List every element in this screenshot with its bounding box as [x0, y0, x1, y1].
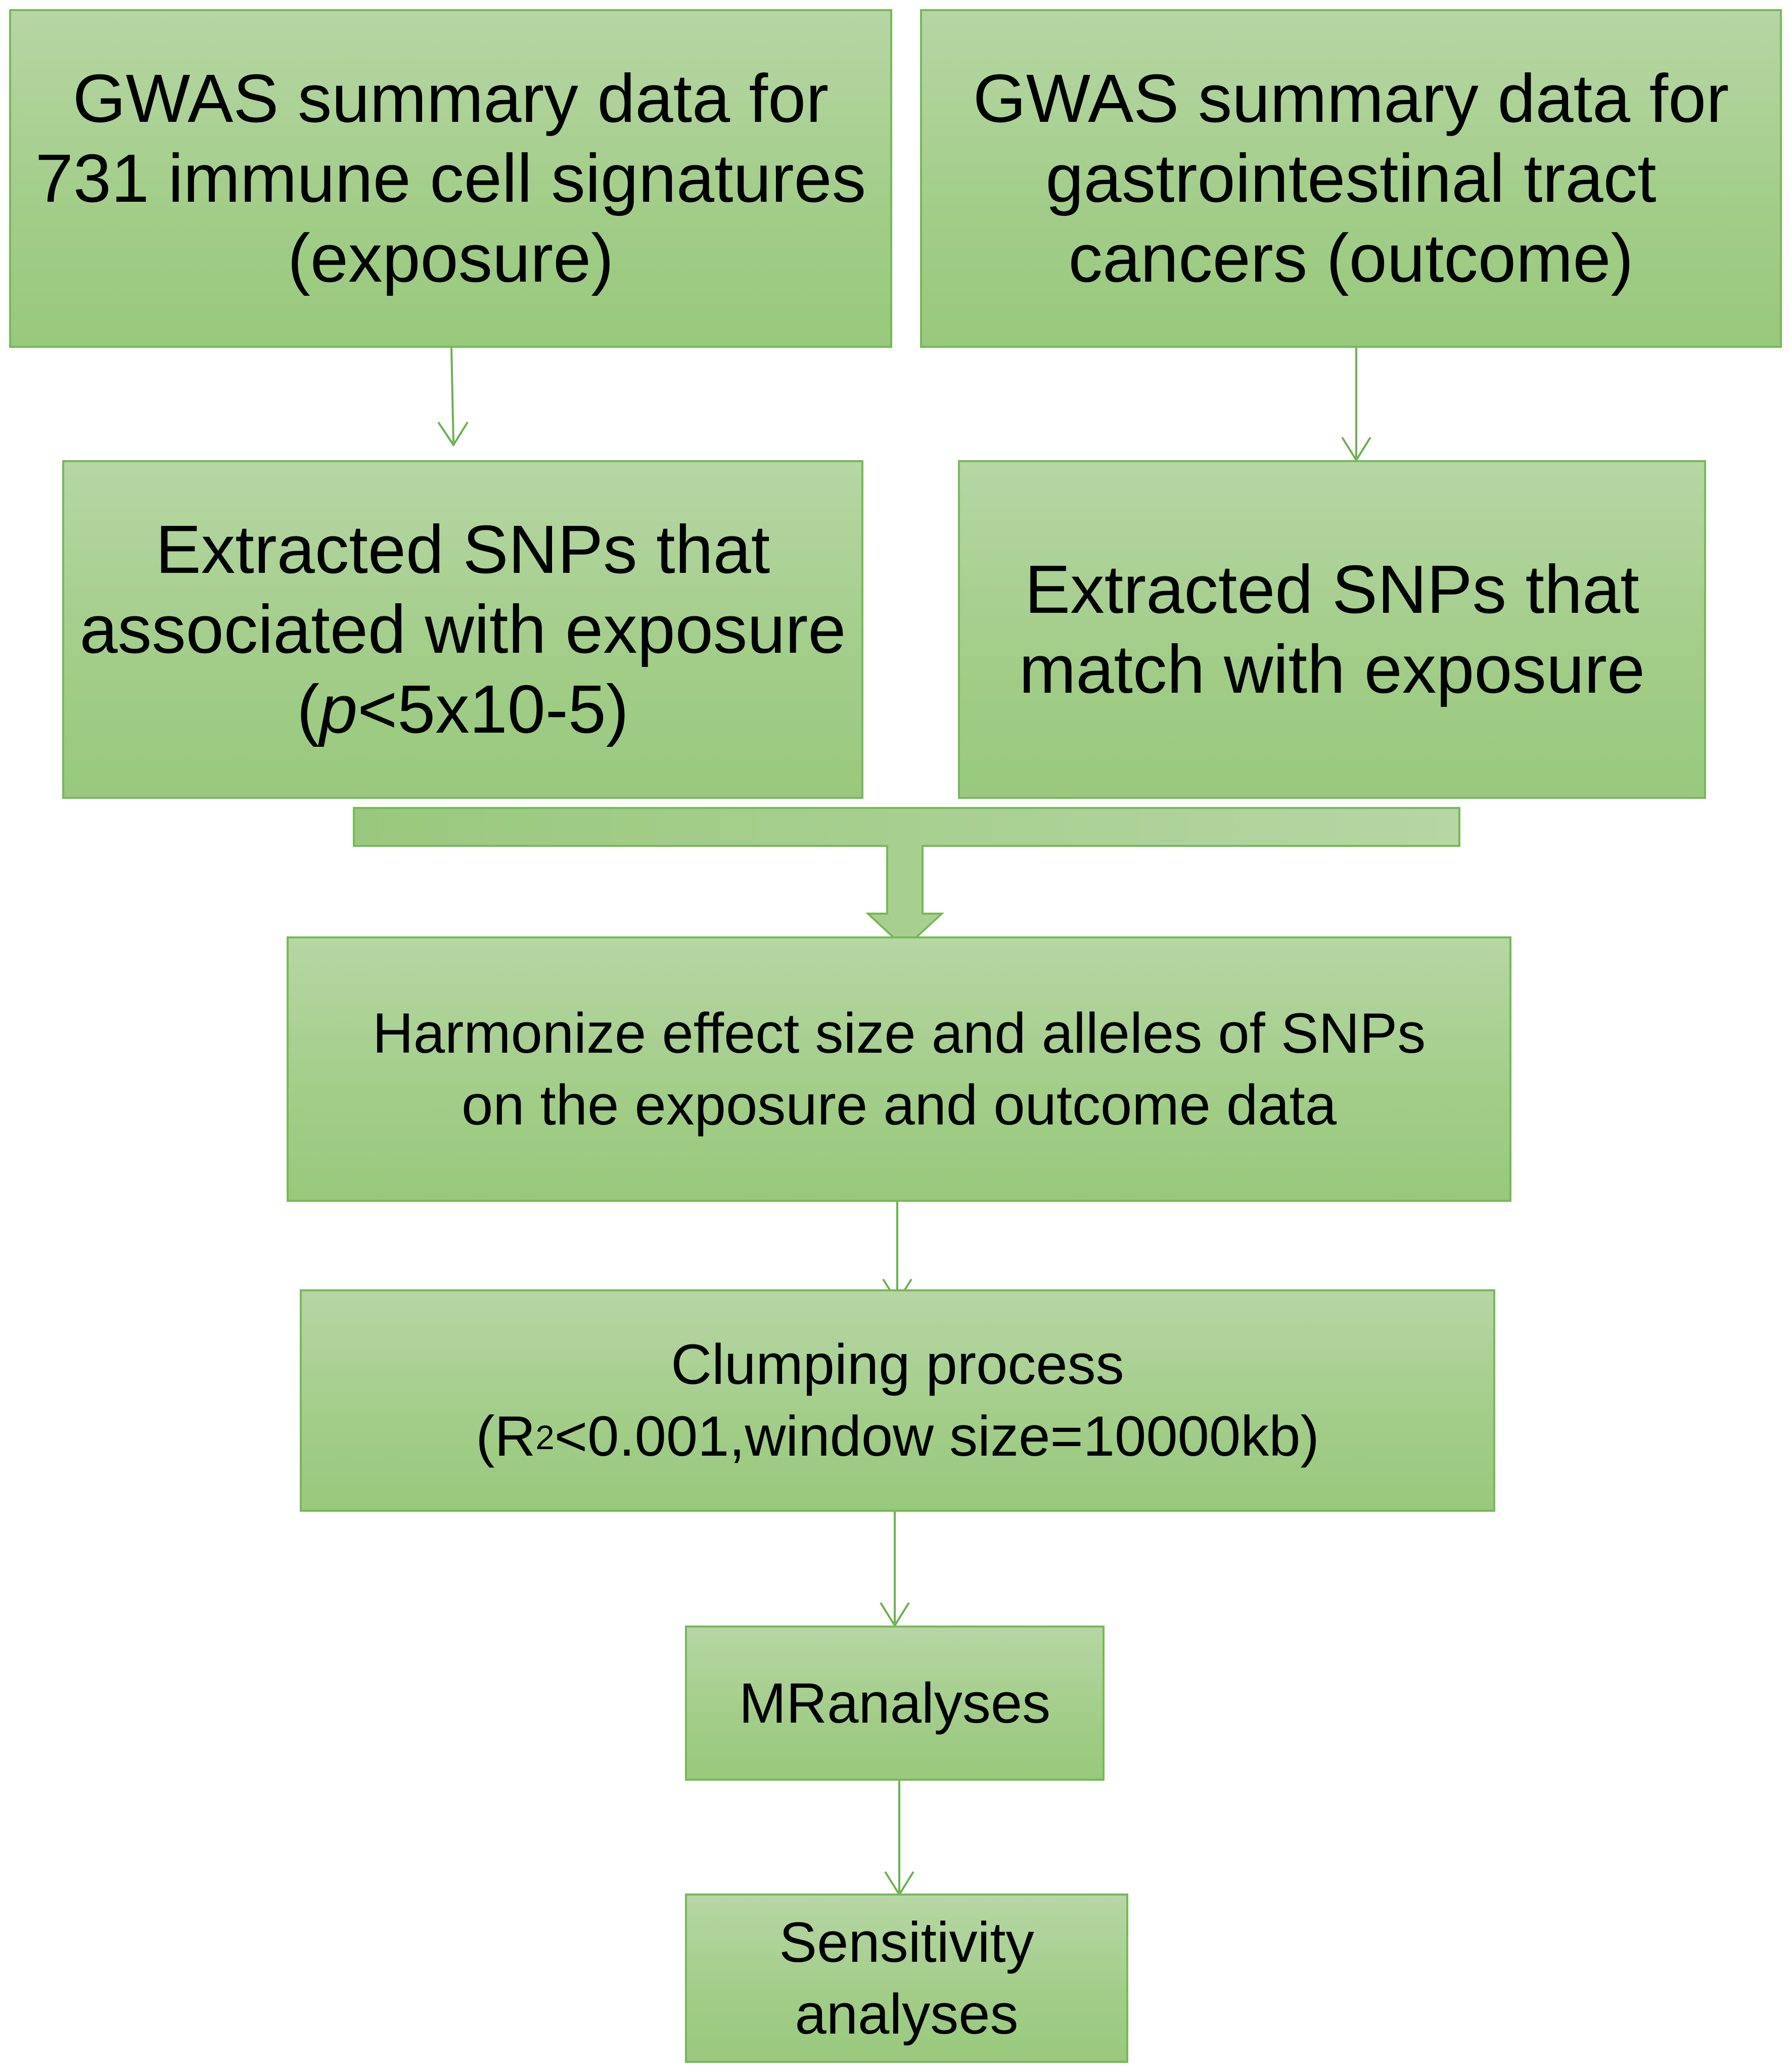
merge-block-arrow — [353, 807, 1460, 950]
clumping-superscript: 2 — [535, 1418, 555, 1457]
arrow-outcome-to-extract — [1341, 348, 1371, 462]
clumping-params: <0.001,window size=10000kb) — [554, 1405, 1319, 1468]
extract-outcome-box: Extracted SNPs that match with exposure — [958, 460, 1706, 799]
gwas-exposure-box: GWAS summary data for 731 immune cell si… — [9, 9, 892, 348]
gwas-exposure-text: GWAS summary data for 731 immune cell si… — [35, 60, 866, 296]
harmonize-box: Harmonize effect size and alleles of SNP… — [287, 936, 1511, 1202]
mr-analyses-box: MRanalyses — [685, 1626, 1105, 1781]
sensitivity-text: Sensitivity analyses — [779, 1910, 1034, 2046]
gwas-outcome-box: GWAS summary data for gastrointestinal t… — [920, 9, 1782, 348]
arrow-exposure-to-extract — [437, 347, 469, 447]
sensitivity-box: Sensitivity analyses — [685, 1894, 1128, 2063]
arrow-clumping-to-mr — [880, 1511, 910, 1628]
extract-outcome-text: Extracted SNPs that match with exposure — [1019, 551, 1645, 707]
extract-exposure-p-symbol: p — [319, 671, 358, 747]
extract-exposure-line2: associated with exposure — [79, 591, 846, 667]
harmonize-text: Harmonize effect size and alleles of SNP… — [372, 1001, 1426, 1137]
extract-exposure-open-paren: ( — [297, 671, 320, 747]
arrow-mr-to-sensitivity — [884, 1780, 914, 1897]
extract-exposure-threshold: <5x10-5) — [357, 671, 629, 747]
clumping-title: Clumping process — [671, 1333, 1124, 1396]
extract-exposure-line1: Extracted SNPs that — [155, 511, 770, 588]
gwas-outcome-text: GWAS summary data for gastrointestinal t… — [973, 60, 1729, 296]
arrow-harmonize-to-clumping — [882, 1188, 912, 1304]
extract-exposure-text: Extracted SNPs that associated with expo… — [80, 510, 846, 749]
clumping-text: Clumping process (R2<0.001,window size=1… — [476, 1329, 1319, 1472]
clumping-open: (R — [476, 1405, 536, 1468]
mr-analyses-text: MRanalyses — [739, 1671, 1051, 1735]
extract-exposure-box: Extracted SNPs that associated with expo… — [62, 460, 863, 799]
clumping-box: Clumping process (R2<0.001,window size=1… — [300, 1289, 1495, 1512]
